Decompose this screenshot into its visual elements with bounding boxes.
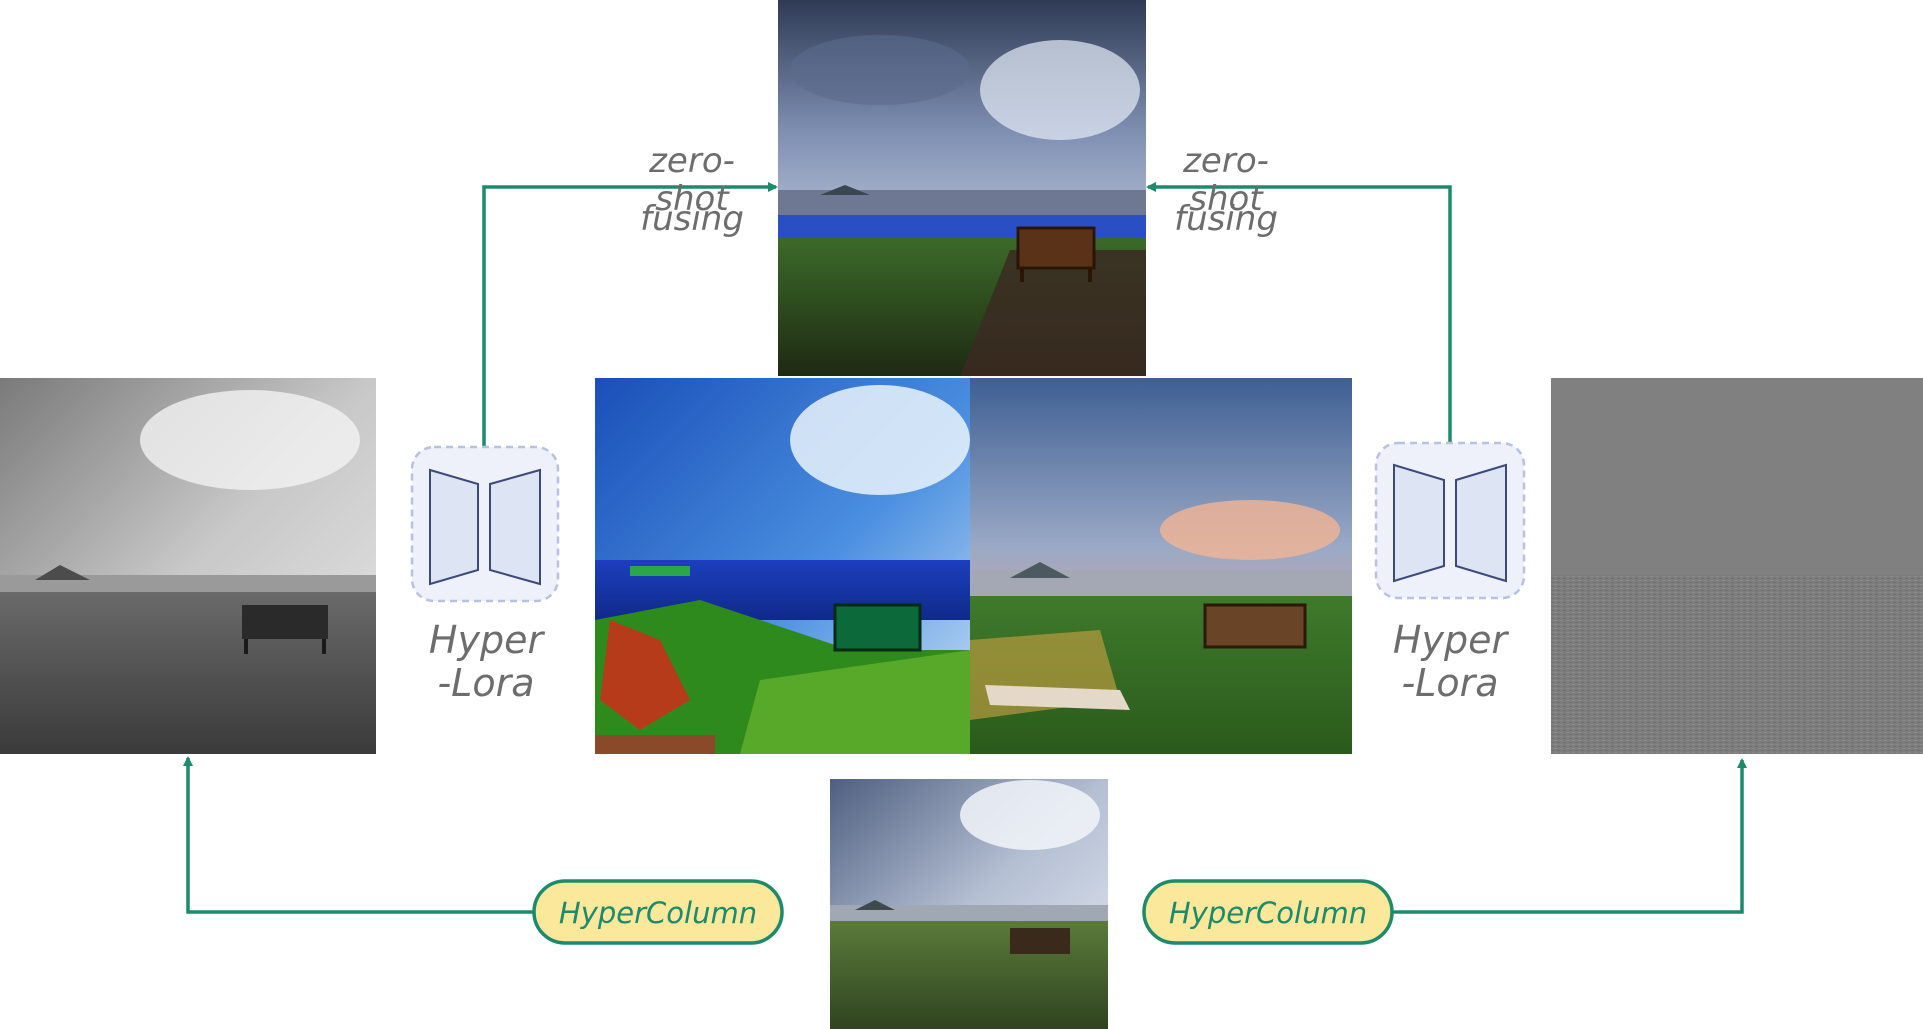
- hyper-lora-label-left-line2: -Lora: [437, 661, 534, 705]
- zero-shot-label-left-line3: fusing: [640, 199, 744, 239]
- hyper-lora-module-right: [1374, 441, 1526, 600]
- hypercolumn-pill-left: HyperColumn: [532, 879, 784, 945]
- arrow-left-hyperlora-to-top: [482, 182, 778, 447]
- hypercolumn-label-left: HyperColumn: [559, 896, 757, 930]
- hypercolumn-pill-right: HyperColumn: [1142, 879, 1394, 945]
- hypercolumn-label-right: HyperColumn: [1169, 896, 1367, 930]
- zero-shot-label-right-line3: fusing: [1174, 199, 1278, 239]
- arrow-hypercolumn-to-left-image: [183, 756, 535, 914]
- center-right-warm-painting: [970, 378, 1352, 754]
- arrow-hypercolumn-to-right-image: [1392, 758, 1747, 914]
- arrows: [183, 182, 1747, 914]
- arrow-right-hyperlora-to-top: [1146, 182, 1452, 447]
- bottom-source-photo: [830, 779, 1108, 1029]
- zero-shot-label-right-line1: zero-: [1182, 141, 1269, 181]
- hyper-lora-label-right-line1: Hyper: [1393, 618, 1510, 662]
- hyper-lora-label-left-line1: Hyper: [429, 618, 546, 662]
- right-texture-image: [1551, 378, 1923, 754]
- hyper-lora-module-left: [410, 445, 560, 603]
- decoder-trapezoid-icon: [489, 468, 541, 586]
- hyper-lora-label-right-line2: -Lora: [1401, 661, 1498, 705]
- center-left-blue-painting: [595, 378, 970, 754]
- encoder-trapezoid-icon: [1393, 463, 1445, 583]
- top-fused-image: [778, 0, 1146, 376]
- left-grayscale-image: [0, 378, 376, 754]
- zero-shot-label-left-line1: zero-: [648, 141, 735, 181]
- zero-shot-label-left-line2: shot: [655, 179, 730, 219]
- zero-shot-label-right-line2: shot: [1189, 179, 1264, 219]
- decoder-trapezoid-icon: [1455, 463, 1507, 583]
- encoder-trapezoid-icon: [429, 468, 479, 586]
